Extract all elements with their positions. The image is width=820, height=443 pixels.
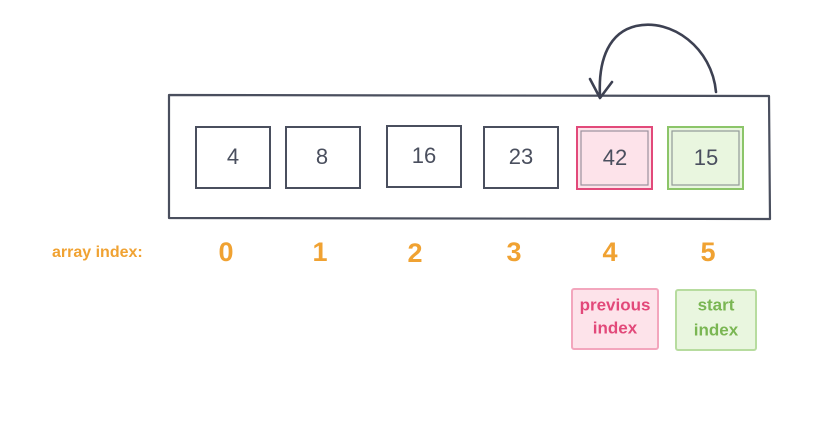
cell-value: 15 [694,145,718,170]
tag-line-2: index [694,320,739,339]
array-index-label: array index: [52,244,143,261]
cell-box [576,126,653,190]
array-cell-2: 16 [386,125,462,188]
array-cell-0: 4 [195,126,271,189]
tag-line-1: start [698,295,735,314]
cell-box [667,126,744,190]
cell-inner-border [671,130,740,186]
array-cell-1: 8 [285,126,361,189]
curved-arrow-icon [588,23,718,100]
array-cell-3: 23 [483,126,559,189]
array-cell-4-previous: 42 [576,126,653,190]
cell-box [386,125,462,188]
cell-value: 16 [412,143,436,168]
index-1: 1 [312,237,327,267]
array-container [167,93,772,221]
cell-value: 4 [227,144,239,169]
tag-line-2: index [593,318,638,337]
tag-line-1: previous [580,295,651,314]
cell-box [195,126,271,189]
index-0: 0 [218,237,233,267]
index-5: 5 [700,237,715,267]
cell-inner-border [580,130,649,186]
start-index-tag: start index [675,289,757,351]
index-4: 4 [602,237,617,267]
index-2: 2 [407,238,422,268]
tag-box [675,289,757,351]
index-3: 3 [506,237,521,267]
cell-box [285,126,361,189]
previous-index-tag: previous index [571,288,659,350]
cell-value: 42 [603,145,627,170]
array-cell-5-start: 15 [667,126,744,190]
cell-value: 23 [509,144,533,169]
cell-value: 8 [316,144,328,169]
cell-box [483,126,559,189]
tag-box [571,288,659,350]
